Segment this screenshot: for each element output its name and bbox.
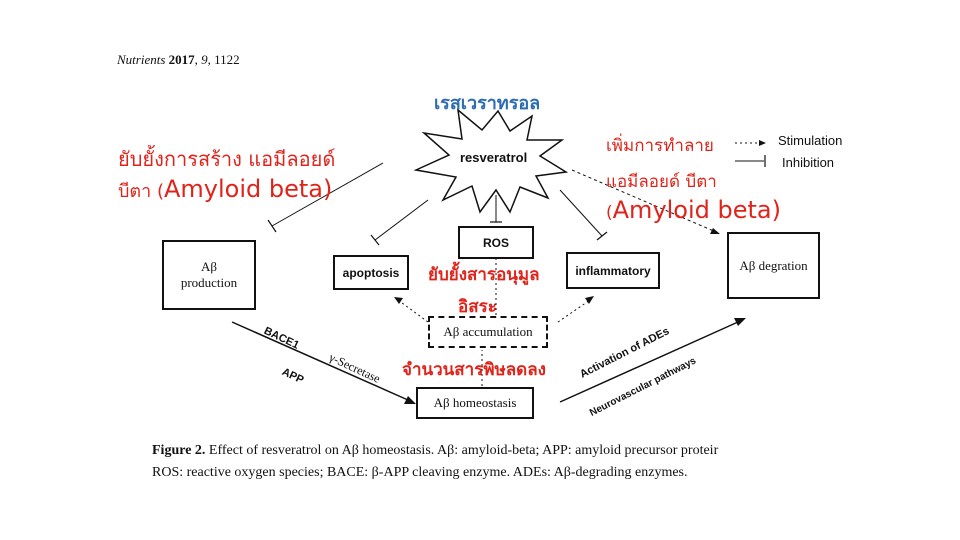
node-abeta-production-line1: Aβ	[200, 259, 217, 274]
node-abeta-accumulation: Aβ accumulation	[428, 316, 548, 348]
thai-toxin-decrease: จำนวนสารพิษลดลง	[402, 360, 546, 380]
node-inflammatory-label: inflammatory	[575, 263, 651, 278]
inhibit-line-apoptosis	[374, 199, 429, 241]
resveratrol-starburst	[413, 108, 569, 214]
caption-line1: Figure 2. Effect of resveratrol on Aβ ho…	[152, 440, 718, 462]
dotted-accumulation-apoptosis	[397, 299, 429, 323]
stimulate-head-degration	[710, 228, 720, 234]
inhibit-line-production	[271, 162, 384, 227]
citation-page: 1122	[214, 52, 240, 67]
thai-increase-degradation: เพิ่มการทำลาย แอมีลอยด์ บีตา (Amyloid be…	[606, 134, 781, 224]
node-abeta-homeostasis: Aβ homeostasis	[416, 387, 534, 419]
stimulate-line-degration	[571, 169, 717, 233]
caption-label: Figure 2.	[152, 443, 206, 458]
arrow-line-app	[231, 321, 409, 401]
arrow-line-degration	[559, 321, 739, 403]
inhibit-line-inflammatory	[559, 189, 603, 237]
thai-inhibit-line2-big: Amyloid beta)	[163, 175, 333, 203]
node-abeta-degration-label: Aβ degration	[739, 257, 808, 273]
thai-inhibit-line1: ยับยั้งการสร้าง แอมีลอยด์	[118, 147, 336, 171]
node-abeta-homeostasis-label: Aβ homeostasis	[433, 395, 517, 410]
inhibit-bar-inflammatory	[596, 231, 608, 241]
node-apoptosis: apoptosis	[333, 255, 409, 290]
thai-increase-line3: (Amyloid beta)	[606, 196, 781, 224]
legend-stimulation-label: Stimulation	[778, 133, 843, 148]
inhibit-bar-production	[267, 219, 277, 233]
dotted-head-inflammatory	[585, 296, 594, 304]
inhibit-bar-apoptosis	[370, 234, 380, 246]
caption-line1-text: Effect of resveratrol on Aβ homeostasis.…	[205, 443, 719, 458]
caption-line2: ROS: reactive oxygen species; BACE: β-AP…	[152, 465, 688, 480]
node-ros: ROS	[458, 226, 534, 259]
thai-inhibit-line2: บีตา (Amyloid beta)	[118, 174, 335, 207]
dotted-accumulation-inflammatory	[557, 299, 591, 323]
arrow-head-app	[404, 396, 416, 404]
node-ros-label: ROS	[482, 235, 509, 250]
citation-volume: 9	[201, 52, 208, 67]
node-abeta-degration: Aβ degration	[727, 232, 820, 299]
thai-increase-line3-prefix: (	[606, 203, 613, 223]
thai-increase-line3-big: Amyloid beta)	[612, 196, 782, 224]
node-inflammatory: inflammatory	[566, 252, 660, 289]
node-abeta-production-line2: production	[180, 275, 238, 290]
thai-resveratrol-title: เรสเวราทรอล	[434, 93, 541, 114]
dotted-head-apoptosis	[394, 297, 403, 304]
citation-journal: Nutrients	[117, 52, 166, 67]
figure-caption: Figure 2. Effect of resveratrol on Aβ ho…	[152, 440, 718, 484]
thai-inhibit-production: ยับยั้งการสร้าง แอมีลอยด์ บีตา (Amyloid …	[118, 144, 335, 207]
legend-stimulation-head	[759, 140, 766, 146]
legend-inhibition-label: Inhibition	[782, 155, 835, 170]
arrow-head-degration	[734, 318, 746, 326]
thai-ros-line1: ยับยั้งสารอนุมูล	[428, 265, 540, 285]
thai-inhibit-line2-prefix: บีตา (	[118, 181, 164, 202]
citation: Nutrients 2017, 9, 1122	[117, 52, 240, 67]
citation-year: 2017	[168, 52, 195, 67]
node-resveratrol: resveratrol	[460, 150, 528, 165]
node-apoptosis-label: apoptosis	[342, 265, 400, 280]
thai-inhibit-ros: ยับยั้งสารอนุมูล อิสระ	[428, 262, 540, 320]
node-abeta-accumulation-label: Aβ accumulation	[443, 324, 533, 339]
node-abeta-production: Aβ production	[162, 240, 256, 310]
thai-ros-line2: อิสระ	[458, 297, 497, 317]
thai-increase-line2: แอมีลอยด์ บีตา	[606, 172, 717, 192]
thai-increase-line1: เพิ่มการทำลาย	[606, 136, 714, 156]
